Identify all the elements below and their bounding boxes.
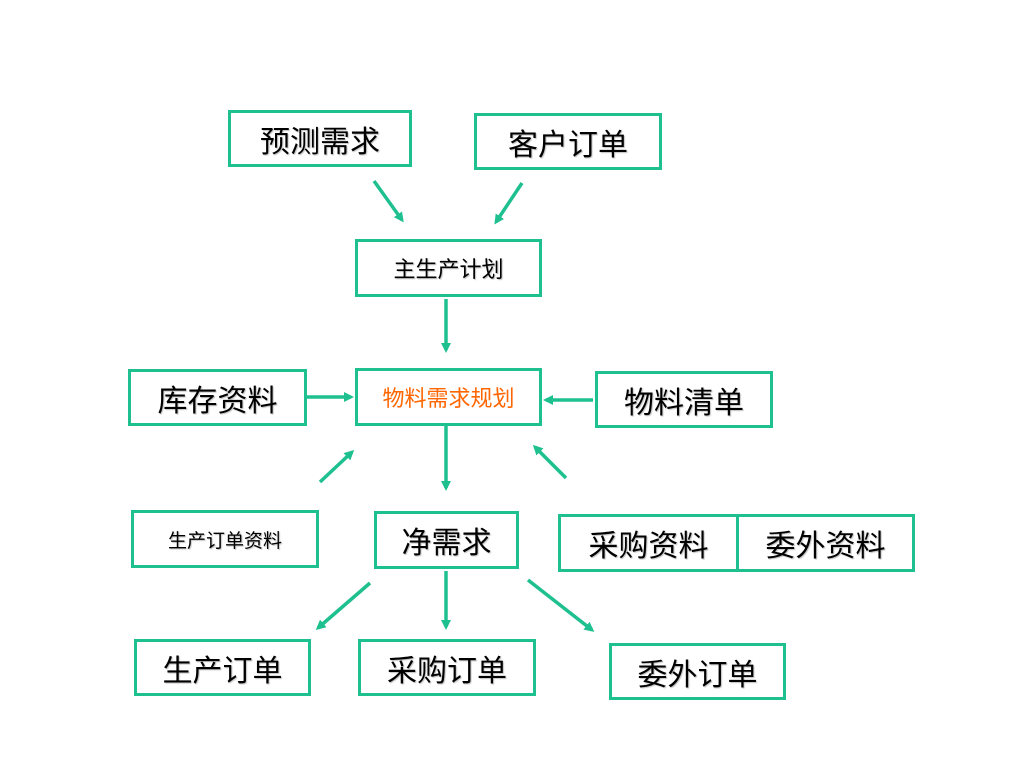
node-purchase-data: 采购资料: [558, 514, 739, 572]
node-customer-order-label: 客户订单: [508, 127, 628, 163]
node-purchase-data-label: 采购资料: [588, 529, 709, 564]
node-mrp-label: 物料需求规划: [382, 387, 515, 412]
arrow-order-to-mps: [494, 182, 524, 225]
node-master-production-schedule: 主生产计划: [355, 239, 542, 297]
arrow-purchasedata-to-mrp: [532, 444, 568, 480]
node-outsourcing-order: 委外订单: [609, 643, 786, 700]
arrow-netdemand-to-prodorder: [315, 581, 372, 630]
node-net-demand-label: 净需求: [401, 526, 492, 561]
node-customer-order: 客户订单: [474, 113, 662, 170]
arrow-prodorderdata-to-mrp: [318, 449, 355, 484]
node-production-order-data-label: 生产订单资料: [167, 529, 282, 552]
node-bom-label: 物料清单: [624, 385, 744, 421]
node-bom: 物料清单: [595, 371, 773, 428]
node-purchase-order: 采购订单: [358, 639, 536, 696]
node-mrp: 物料需求规划: [355, 368, 542, 426]
node-forecast-demand: 预测需求: [228, 110, 412, 167]
node-production-order-label: 生产订单: [162, 653, 283, 689]
node-purchase-order-label: 采购订单: [387, 653, 507, 689]
node-inventory-data: 库存资料: [128, 369, 307, 426]
arrow-forecast-to-mps: [372, 179, 404, 223]
node-outsourcing-data: 委外资料: [736, 514, 915, 572]
node-net-demand: 净需求: [374, 511, 519, 569]
node-inventory-data-label: 库存资料: [157, 383, 278, 419]
node-forecast-demand-label: 预测需求: [260, 124, 380, 160]
node-outsourcing-order-label: 委外订单: [637, 657, 758, 693]
node-production-order: 生产订单: [134, 639, 311, 696]
arrow-netdemand-to-outsourcingorder: [526, 578, 595, 632]
node-outsourcing-data-label: 委外资料: [765, 529, 886, 564]
node-production-order-data: 生产订单资料: [131, 510, 319, 568]
node-master-production-schedule-label: 主生产计划: [393, 258, 504, 283]
